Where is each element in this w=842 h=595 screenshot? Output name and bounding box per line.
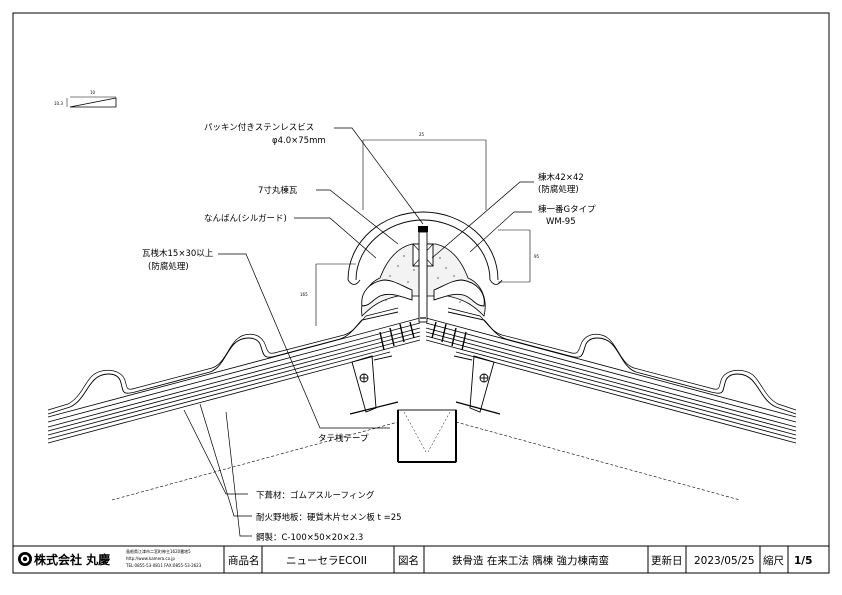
label-sealant: なんばん(シルガード) xyxy=(204,213,287,224)
label-ridge-gtype-line2: WM-95 xyxy=(546,217,576,227)
battens xyxy=(379,321,467,351)
label-tape: タテ桟テープ xyxy=(318,433,369,444)
steel-c-channel xyxy=(397,409,457,463)
slope-rise-label: 10.3 xyxy=(54,101,63,106)
label-board: 耐火野地板：硬質木片セメン板 t =25 xyxy=(256,512,402,523)
dash-line-right xyxy=(455,421,741,501)
company-name: 株式会社 丸慶 xyxy=(34,552,110,567)
roof-tiles-right-inner xyxy=(447,307,797,411)
ridge-round-tile-inner xyxy=(355,219,491,281)
company-address-line1: 島根県江津市二宮町神主1620番地5 xyxy=(126,548,191,554)
label-ridge-gtype-line1: 棟一番Gタイプ xyxy=(538,204,596,215)
product-name-value: ニューセラECOII xyxy=(286,555,367,567)
product-name-label: 商品名 xyxy=(228,554,260,567)
dimension-right xyxy=(498,229,531,283)
label-batten-line2: (防腐処理) xyxy=(148,261,189,272)
title-block xyxy=(12,545,830,574)
ridge-round-tile xyxy=(347,211,499,281)
label-ridge-wood-line2: (防腐処理) xyxy=(538,184,579,195)
dimension-left-value: 165 xyxy=(300,292,308,297)
updated-date-label: 更新日 xyxy=(651,554,683,567)
company-address-line3: TEL:0855-53-0811 FAX:0855-53-2623 xyxy=(125,563,202,568)
drawing-name-label: 図名 xyxy=(398,554,419,567)
ridge-round-tile-curl-left xyxy=(347,279,503,285)
filler-right xyxy=(433,279,485,307)
steel-bracket-left xyxy=(351,355,393,413)
leader-lines xyxy=(183,127,534,537)
roof-tiles-left-inner xyxy=(47,307,399,411)
screw-head xyxy=(418,226,428,232)
scale-value: 1/5 xyxy=(794,555,812,567)
label-ridge-tile: 7寸丸棟瓦 xyxy=(258,185,298,196)
dimension-top-value: 25 xyxy=(419,132,425,137)
label-underlay: 下葺材：ゴムアスルーフィング xyxy=(256,490,375,501)
dash-line-left xyxy=(111,421,399,501)
steel-flanges xyxy=(349,401,501,415)
label-screw-line2: φ4.0×75mm xyxy=(272,136,326,146)
drawing-name-value: 鉄骨造 在来工法 隅棟 強力棟南蛮 xyxy=(452,554,609,567)
label-screw-line1: パッキン付きステンレスビス xyxy=(204,122,314,133)
scale-label: 縮尺 xyxy=(763,554,784,567)
steel-bracket-right xyxy=(453,355,495,413)
filler-left xyxy=(361,279,413,307)
company-address-line2: http://www.kamera.co.jp xyxy=(126,556,175,561)
roof-board-right xyxy=(425,317,797,444)
label-steel: 鋼製：C-100×50×20×2.3 xyxy=(256,532,363,543)
dimension-right-value: 95 xyxy=(534,254,540,259)
dimension-top xyxy=(362,139,487,210)
label-batten-line1: 瓦桟木15×30以上 xyxy=(142,248,214,259)
roof-board-left xyxy=(47,317,421,444)
updated-date-value: 2023/05/25 xyxy=(694,555,755,567)
company-logo xyxy=(18,552,32,566)
dimension-left xyxy=(315,263,356,326)
label-ridge-wood-line1: 棟木42×42 xyxy=(538,172,584,183)
slope-indicator xyxy=(66,96,117,108)
slope-run-label: 10 xyxy=(90,90,96,95)
roof-tiles-left xyxy=(47,311,399,415)
roof-tiles-right xyxy=(447,311,797,415)
ridge-metal-core xyxy=(418,231,428,323)
